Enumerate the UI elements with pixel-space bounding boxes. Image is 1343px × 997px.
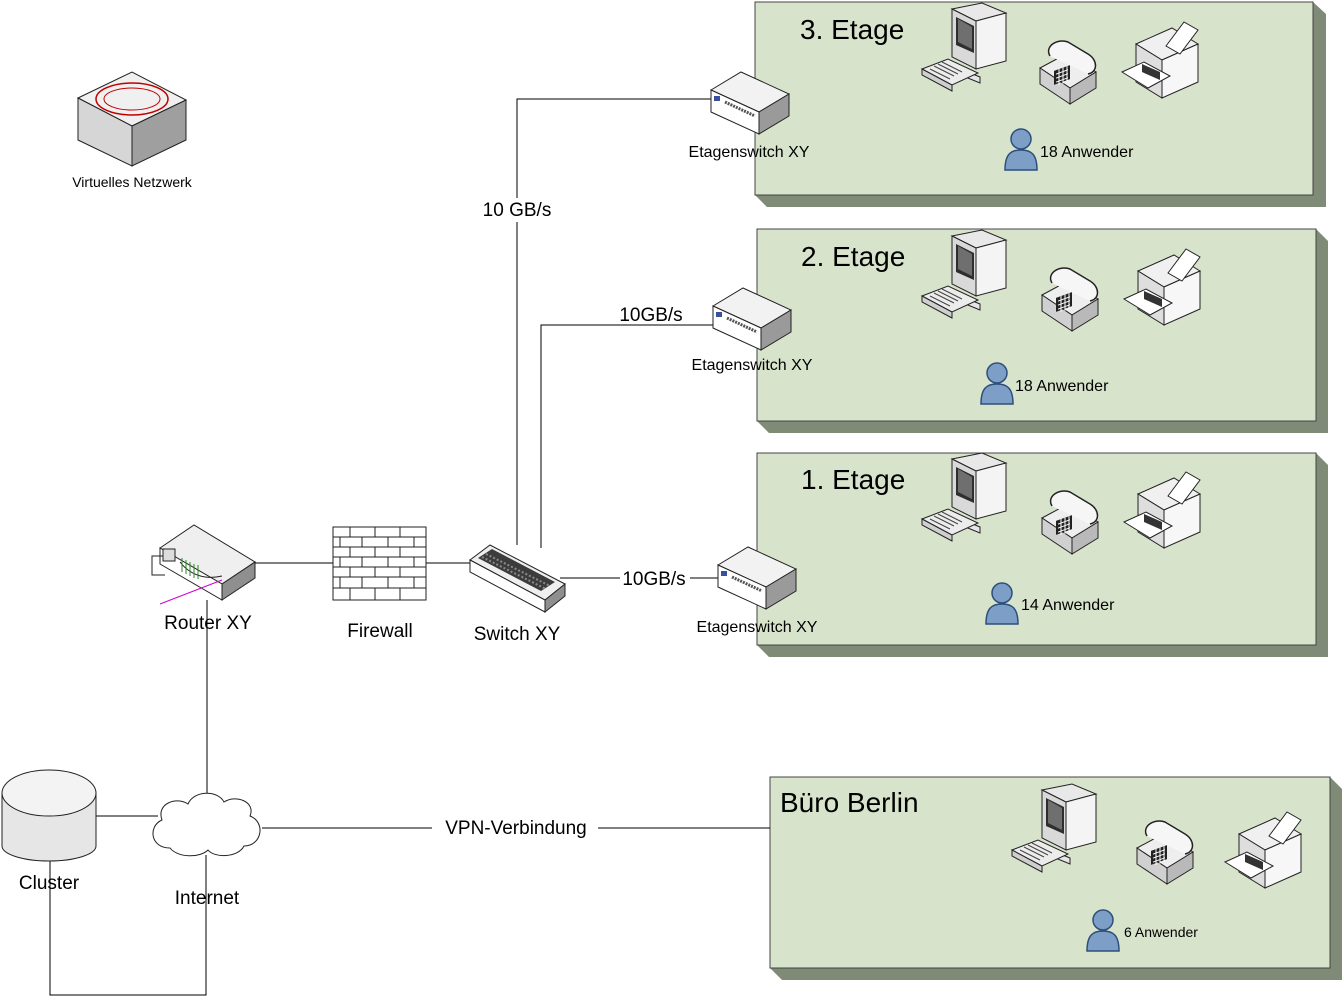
floor-1-panel [756,452,1328,657]
floor2-speed-label: 10GB/s [619,305,682,326]
floor-2-switch-label: Etagenswitch XY [692,357,813,374]
floor-1-switch-label: Etagenswitch XY [697,619,818,636]
floor-2-title: 2. Etage [801,241,905,272]
cluster-icon [1,769,97,862]
switch-icon [469,544,566,614]
floor-3-users: 18 Anwender [1040,144,1134,161]
vpn-label: VPN-Verbindung [445,818,587,839]
connection-lines [49,98,770,996]
floor-3-switch-label: Etagenswitch XY [689,144,810,161]
floor3-speed-label: 10 GB/s [483,200,552,221]
virtual-network-label: Virtuelles Netzwerk [72,174,193,190]
branch-title: Büro Berlin [780,787,919,818]
floor-1-users: 14 Anwender [1021,597,1115,614]
floor-3-title: 3. Etage [800,14,904,45]
cluster-label: Cluster [19,873,80,894]
branch-users: 6 Anwender [1124,924,1198,940]
firewall-label: Firewall [347,621,412,642]
switch-label: Switch XY [474,624,561,645]
internet-label: Internet [175,888,240,909]
internet-cloud-icon [152,792,261,857]
floor-1-title: 1. Etage [801,464,905,495]
virtual-network-icon [76,71,188,167]
floor-2-panel [756,228,1328,433]
floor-2-users: 18 Anwender [1015,378,1109,395]
router-icon [151,524,256,605]
floor1-speed-label: 10GB/s [622,569,685,590]
router-label: Router XY [164,613,252,634]
firewall-icon [332,526,427,601]
